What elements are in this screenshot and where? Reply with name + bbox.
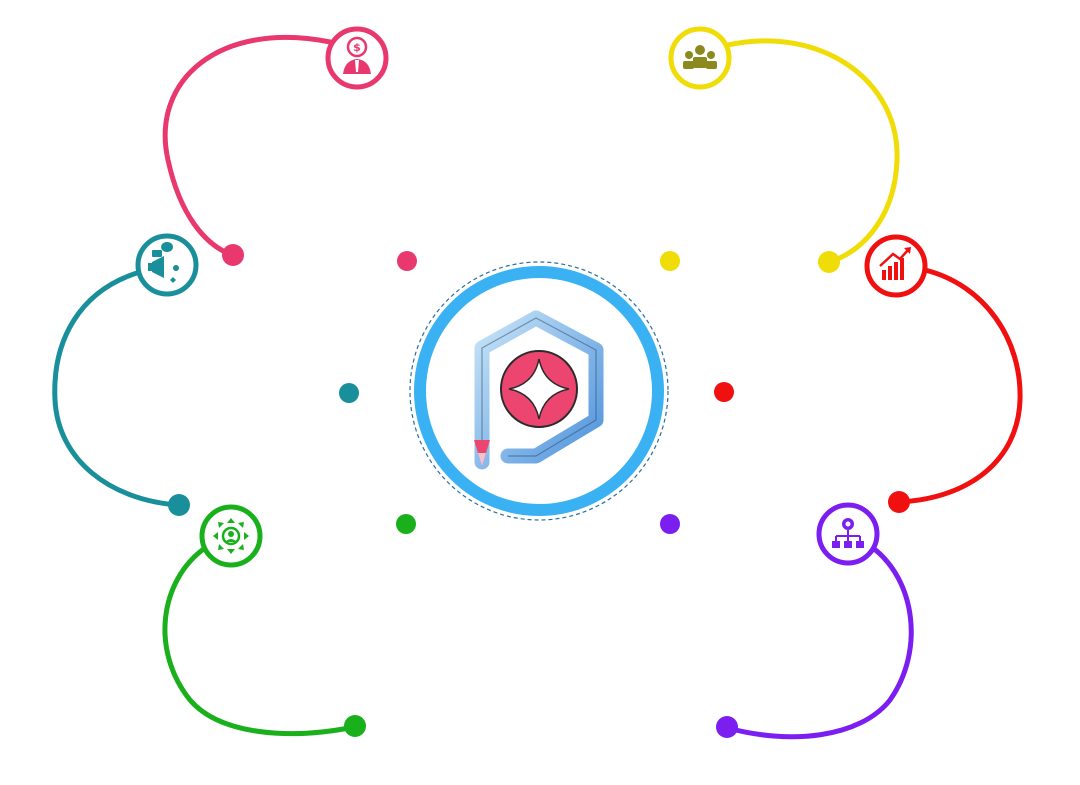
team-people-icon — [683, 45, 717, 69]
end-dot-structure — [716, 716, 738, 738]
central-hub[interactable] — [409, 261, 669, 521]
megaphone-social-icon — [148, 242, 179, 283]
inner-dot-red — [714, 382, 734, 402]
arc-structure — [725, 545, 914, 740]
branch-marketing — [52, 233, 199, 516]
network-expand-icon — [213, 518, 249, 554]
arc-team — [725, 38, 900, 265]
branch-team — [668, 26, 900, 273]
inner-dot-pink — [397, 251, 417, 271]
end-dot-reach — [344, 715, 366, 737]
hub-outer-dashed — [409, 261, 669, 521]
branch-structure — [716, 502, 914, 740]
arc-growth — [897, 267, 1023, 505]
inner-dot-purple — [660, 514, 680, 534]
node-reach[interactable] — [199, 504, 263, 568]
end-dot-marketing — [168, 494, 190, 516]
arc-finance — [162, 35, 333, 258]
pen-star-logo — [474, 310, 604, 470]
branch-reach — [162, 504, 366, 737]
end-dot-growth — [888, 491, 910, 513]
node-ring-finance — [325, 26, 389, 90]
node-growth[interactable] — [864, 234, 928, 298]
inner-dot-yellow — [660, 251, 680, 271]
node-marketing[interactable] — [135, 233, 199, 297]
end-dot-finance — [222, 244, 244, 266]
branch-growth — [864, 234, 1023, 513]
node-team[interactable] — [668, 26, 732, 90]
growth-chart-icon — [879, 247, 911, 280]
inner-dot-green — [396, 514, 416, 534]
org-chart-gear-icon — [832, 518, 864, 548]
arc-reach — [162, 545, 357, 736]
end-dot-team — [818, 251, 840, 273]
branch-finance: $ — [162, 26, 389, 266]
node-finance[interactable]: $ — [325, 26, 389, 90]
inner-dot-teal — [339, 383, 359, 403]
arc-marketing — [52, 269, 181, 508]
svg-text:$: $ — [353, 41, 361, 54]
businessman-dollar-icon: $ — [343, 36, 371, 74]
node-structure[interactable] — [816, 502, 880, 566]
